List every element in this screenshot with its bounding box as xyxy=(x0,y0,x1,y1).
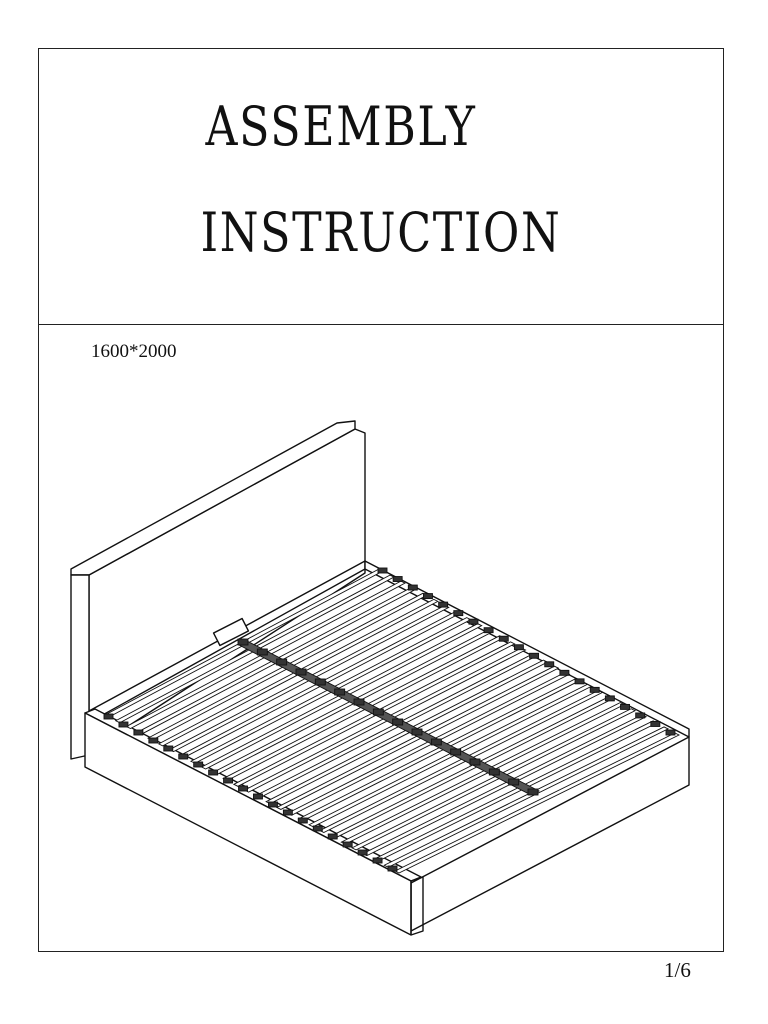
slat xyxy=(393,732,681,874)
slat-holder xyxy=(267,801,278,808)
slat xyxy=(275,665,560,810)
foot-corner xyxy=(410,876,424,936)
slat-holder xyxy=(238,785,248,792)
slat xyxy=(308,683,593,828)
slat-holder xyxy=(589,686,600,693)
slat-holder xyxy=(334,688,346,696)
slat-holder xyxy=(488,768,500,776)
slat-holder xyxy=(544,661,555,668)
slat xyxy=(297,677,582,822)
slat xyxy=(383,726,670,868)
slat-holder xyxy=(208,769,219,776)
title-panel: ASSEMBLY INSTRUCTION xyxy=(39,49,723,325)
slat-holder xyxy=(423,593,433,600)
slat-holder xyxy=(450,748,462,756)
slat-holder xyxy=(372,857,383,864)
slat-holder xyxy=(223,777,234,784)
slat-holder xyxy=(372,708,384,716)
slat-holder xyxy=(513,644,524,651)
slat-holder xyxy=(635,712,646,719)
slat-holder xyxy=(650,721,661,727)
slat-holder xyxy=(527,788,539,796)
slat-holder xyxy=(468,618,479,625)
slat-holder xyxy=(377,567,388,574)
slat-holder xyxy=(559,669,570,676)
slat-holder xyxy=(469,758,481,766)
slat-holder xyxy=(118,721,129,728)
slat-holder xyxy=(407,584,418,591)
slat-holder xyxy=(327,833,338,840)
slat-holder xyxy=(253,793,263,800)
document-frame: ASSEMBLY INSTRUCTION 1600*2000 xyxy=(38,48,724,952)
slat-holder xyxy=(529,652,540,659)
slat-holder xyxy=(276,658,288,666)
slat-holder xyxy=(604,695,615,702)
bed-frame-illustration xyxy=(70,420,690,936)
slat-holder xyxy=(133,729,144,736)
slat-holder xyxy=(163,745,174,752)
slat-holder xyxy=(620,703,630,710)
page-number: 1/6 xyxy=(664,958,691,982)
slat xyxy=(318,689,604,834)
slat-holder xyxy=(178,753,189,760)
slat-holder xyxy=(665,729,676,736)
bed-size-label: 1600*2000 xyxy=(91,341,177,362)
slat-holder xyxy=(297,817,308,824)
slat-holder xyxy=(392,718,404,726)
lift-handle-icon xyxy=(212,617,250,647)
slat-holder xyxy=(411,728,423,736)
slat-holder xyxy=(574,678,585,685)
title-line-instruction: INSTRUCTION xyxy=(200,201,562,264)
slat-holder xyxy=(314,678,326,686)
slat-holder xyxy=(148,737,159,744)
slat-holder xyxy=(353,698,365,706)
slat-holder xyxy=(387,865,398,872)
title-line-assembly: ASSEMBLY xyxy=(205,95,477,158)
slat-holder xyxy=(357,849,368,856)
slat-holder xyxy=(237,638,249,646)
slat-holder xyxy=(295,668,307,676)
slat-group xyxy=(103,567,681,874)
slat-holder xyxy=(256,648,268,656)
slat-holder xyxy=(438,601,449,608)
slat-holder xyxy=(342,841,353,848)
slat-holder xyxy=(103,713,114,720)
bed-frame-icon xyxy=(70,420,690,936)
slat-holder xyxy=(193,761,204,768)
slat-holder xyxy=(392,576,403,582)
slat-holder xyxy=(282,809,293,816)
slat-holder xyxy=(498,635,509,642)
slat-holder xyxy=(453,610,464,617)
slat xyxy=(351,708,637,851)
slat-holder xyxy=(312,825,323,832)
slat xyxy=(286,671,571,816)
slat-holder xyxy=(483,627,494,634)
slat-holder xyxy=(508,778,520,786)
slat-holder xyxy=(430,738,442,746)
